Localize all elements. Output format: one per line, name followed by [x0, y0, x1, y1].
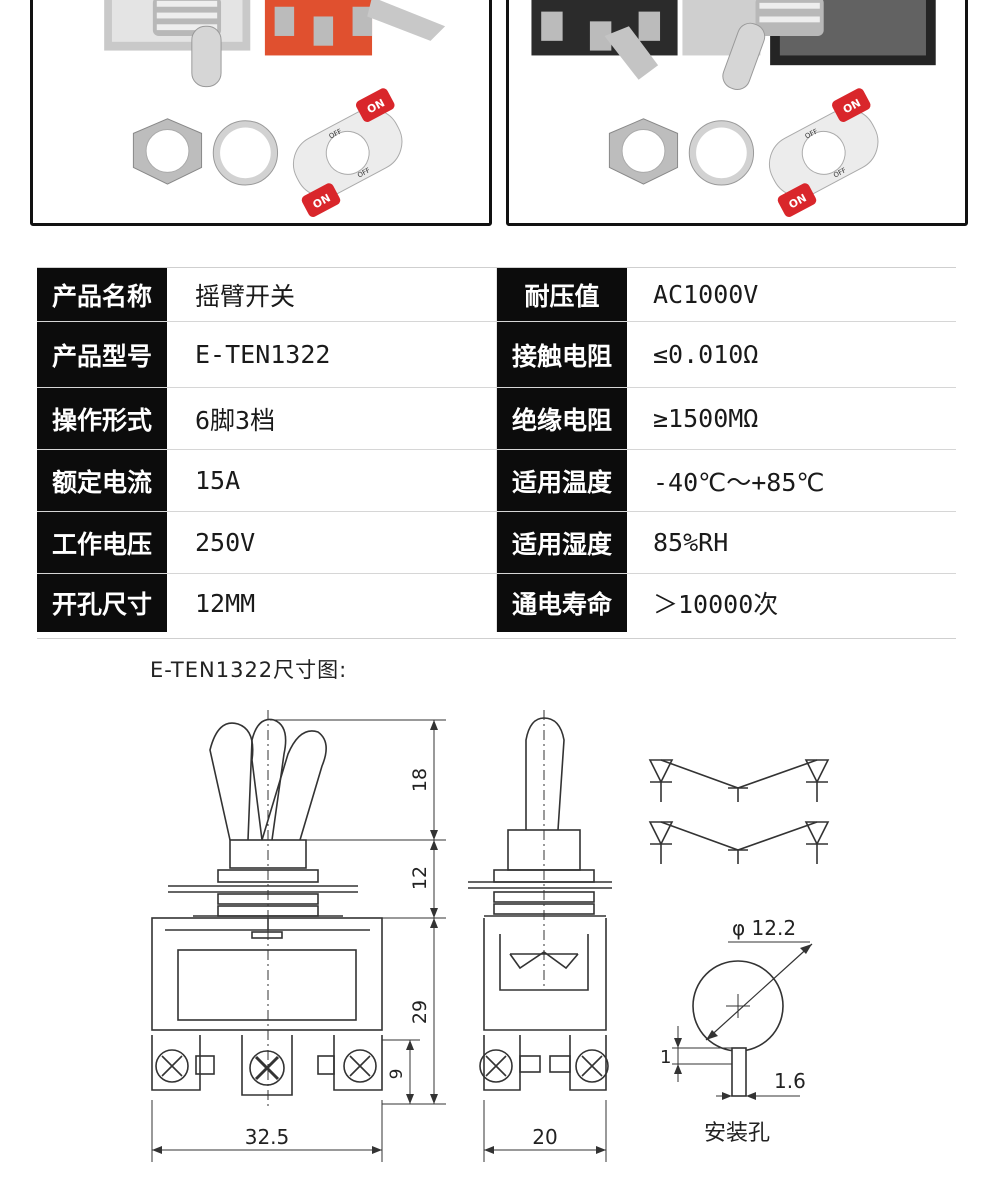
spec-label: 产品型号 — [37, 322, 167, 387]
spec-label: 通电寿命 — [497, 574, 627, 632]
spec-value: 摇臂开关 — [167, 268, 497, 321]
spec-value: 15A — [167, 450, 497, 511]
mounting-hole: φ 12.2 1 1.6 安装孔 — [660, 916, 813, 1146]
spec-label: 额定电流 — [37, 450, 167, 511]
product-photo-black: ON ON OFF OFF — [506, 0, 968, 226]
spec-label: 产品名称 — [37, 268, 167, 321]
spec-row: 操作形式 6脚3档 绝缘电阻 ≥1500MΩ — [37, 388, 956, 450]
dim-body-height: 29 — [409, 1000, 431, 1024]
spec-value: ＞10000次 — [653, 590, 779, 619]
dim-side-depth: 20 — [532, 1125, 557, 1149]
spec-label: 适用湿度 — [497, 512, 627, 573]
spec-label: 耐压值 — [497, 268, 627, 321]
side-view: 20 — [468, 710, 612, 1162]
spec-value: ≥1500MΩ — [653, 404, 759, 433]
spec-label: 操作形式 — [37, 388, 167, 449]
spec-row: 产品型号 E-TEN1322 接触电阻 ≤0.010Ω — [37, 322, 956, 388]
spec-label: 接触电阻 — [497, 322, 627, 387]
front-terminal-right — [317, 1035, 383, 1091]
spec-value: AC1000V — [653, 280, 759, 309]
toggle-switch-black-image: ON ON OFF OFF — [531, 0, 936, 217]
spec-value: 12MM — [167, 574, 497, 632]
drawing-title: E-TEN1322尺寸图: — [150, 658, 348, 682]
spec-value: ≤0.010Ω — [653, 340, 759, 369]
front-view: 18 12 29 9 32.5 — [151, 710, 446, 1162]
dimension-drawing: 18 12 29 9 32.5 — [151, 710, 830, 1162]
front-terminal-center — [241, 1035, 293, 1096]
dim-hole-diameter: φ 12.2 — [732, 916, 796, 940]
spec-row: 开孔尺寸 12MM 通电寿命 ＞10000次 — [37, 574, 956, 632]
dim-lever-length: 18 — [409, 768, 431, 792]
dim-key-width: 1.6 — [774, 1069, 806, 1093]
spec-value: E-TEN1322 — [167, 322, 497, 387]
spec-value: -40℃～+85℃ — [653, 467, 825, 497]
spec-value: 250V — [167, 512, 497, 573]
dim-front-width: 32.5 — [245, 1125, 290, 1149]
spec-label: 工作电压 — [37, 512, 167, 573]
front-terminal-left — [151, 1035, 215, 1091]
spec-value: 6脚3档 — [167, 388, 497, 449]
spec-row: 产品名称 摇臂开关 耐压值 AC1000V — [37, 268, 956, 322]
spec-label: 开孔尺寸 — [37, 574, 167, 632]
toggle-switch-red-image: ON ON OFF OFF — [104, 0, 446, 217]
hole-caption: 安装孔 — [704, 1121, 770, 1146]
circuit-schematic — [648, 759, 830, 864]
spec-row: 额定电流 15A 适用温度 -40℃～+85℃ — [37, 450, 956, 512]
spec-row: 工作电压 250V 适用湿度 85%RH — [37, 512, 956, 574]
dim-bushing-length: 12 — [409, 866, 431, 890]
product-photo-red: ON ON OFF OFF — [30, 0, 492, 226]
spec-table: 产品名称 摇臂开关 耐压值 AC1000V 产品型号 E-TEN1322 接触电… — [37, 267, 956, 639]
spec-label: 绝缘电阻 — [497, 388, 627, 449]
spec-label: 适用温度 — [497, 450, 627, 511]
dim-terminal-height: 9 — [387, 1069, 407, 1080]
dim-key-height: 1 — [660, 1047, 671, 1068]
spec-value: 85%RH — [653, 528, 729, 557]
